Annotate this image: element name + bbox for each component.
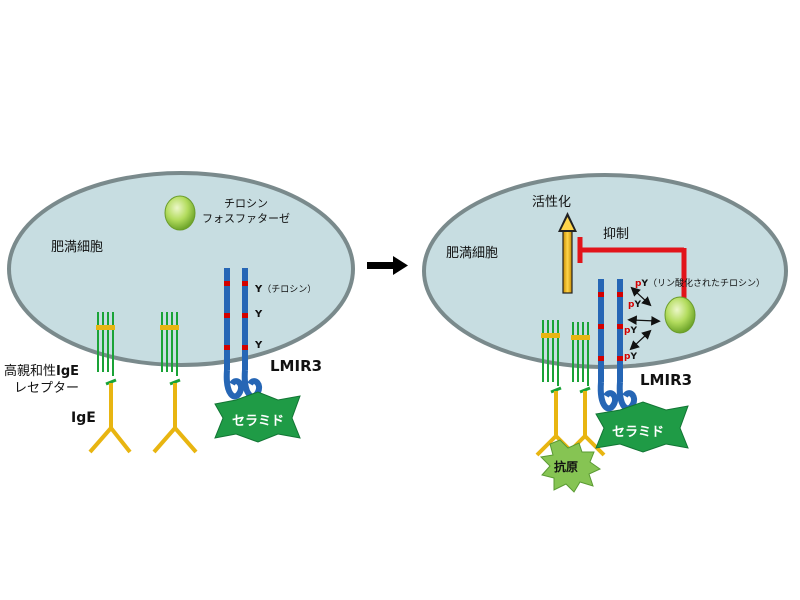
py-y-2: Y (634, 300, 641, 310)
left-ceramide-shape (214, 391, 301, 443)
left-ige-receptor-1 (88, 312, 132, 454)
ige-receptor-label-line2: レセプター (14, 381, 80, 396)
inhibition-label: 抑制 (603, 227, 630, 242)
right-phosphatase-enzyme (664, 296, 696, 334)
py-label-4: pY (624, 352, 637, 362)
phosphatase-label: チロシン フォスファターゼ (202, 196, 290, 226)
tyrosine-label-row: Y（チロシン） (255, 277, 316, 296)
transition-arrow (367, 256, 408, 275)
py-p-1: p (635, 279, 642, 289)
ige-receptor-label: 高親和性IgE レセプター (4, 363, 79, 397)
phospho-tyrosine-label: （リン酸化されたチロシン） (647, 279, 765, 289)
right-ceramide-label: セラミド (612, 425, 665, 440)
py-y-1: Y (641, 279, 648, 289)
activation-arrow (558, 212, 577, 294)
antigen-shape (539, 439, 602, 493)
interaction-arrows (627, 286, 661, 351)
py-y-3: Y (630, 326, 637, 336)
left-mast-cell (7, 171, 355, 367)
ige-receptor-label-line1: 高親和性IgE (4, 363, 79, 380)
ige-label: IgE (71, 410, 96, 426)
tyrosine-label: （チロシン） (262, 285, 317, 295)
py-label-3: pY (624, 326, 637, 336)
inhibition-t-bar (577, 237, 687, 298)
phosphatase-label-line1: チロシン (224, 197, 268, 210)
left-lmir3-receptor (223, 268, 262, 400)
phosphatase-label-line2: フォスファターゼ (202, 212, 290, 225)
ige-receptor-label-ige: IgE (56, 364, 80, 379)
right-mast-cell-label: 肥満細胞 (446, 246, 499, 261)
right-ceramide-shape (595, 401, 689, 453)
right-lmir3-receptor (597, 279, 637, 412)
py-label-2: pY (628, 300, 641, 310)
right-mast-cell (422, 173, 788, 369)
tyrosine-y-3: Y (255, 340, 263, 351)
tyrosine-y-1: Y (255, 284, 263, 295)
left-lmir3-label: LMIR3 (270, 357, 323, 375)
activation-label: 活性化 (532, 195, 572, 210)
py-y-4: Y (630, 352, 637, 362)
py-p-4: p (624, 352, 631, 362)
left-mast-cell-label: 肥満細胞 (51, 240, 104, 255)
left-ige-receptor-2 (152, 312, 198, 454)
ige-receptor-label-prefix: 高親和性 (4, 364, 57, 379)
left-phosphatase-enzyme (164, 195, 196, 231)
left-ceramide-label: セラミド (232, 414, 285, 429)
tyrosine-y-2: Y (255, 309, 263, 320)
phospho-tyrosine-label-row: pY（リン酸化されたチロシン） (635, 276, 765, 289)
py-p-2: p (628, 300, 635, 310)
right-lmir3-label: LMIR3 (640, 371, 693, 389)
antigen-label: 抗原 (554, 460, 579, 474)
py-p-3: p (624, 326, 631, 336)
